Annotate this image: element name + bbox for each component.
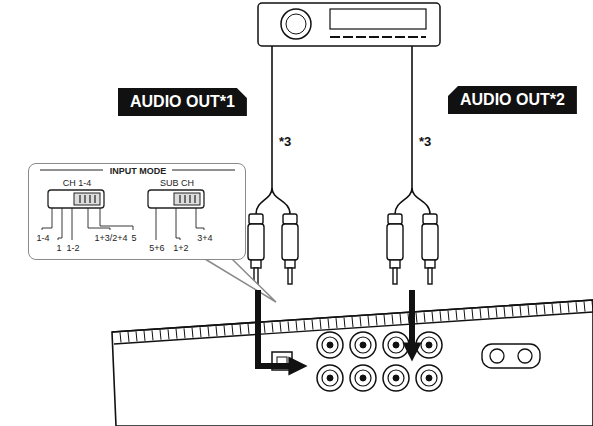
switch-label: 5: [131, 233, 136, 243]
switch-label: CH 1-4: [63, 178, 92, 188]
amplifier: [112, 300, 593, 426]
switch-label: 1+3/2+4: [94, 233, 127, 243]
switch-label: 3+4: [197, 233, 212, 243]
rca-cable: [256, 46, 430, 214]
inset-callout: [29, 164, 276, 302]
callout-number: *3: [419, 134, 431, 149]
output-tag: AUDIO OUT*1: [118, 88, 247, 116]
slide-switch: [48, 190, 204, 208]
tag-text: AUDIO OUT*1: [130, 93, 235, 110]
callout-title: INPUT MODE: [110, 166, 167, 176]
output-tag: AUDIO OUT*2: [448, 86, 577, 114]
callout-number: *3: [279, 134, 291, 149]
insert-arrow: [258, 290, 412, 366]
switch-label: 1: [56, 243, 61, 253]
tag-text: AUDIO OUT*2: [460, 91, 565, 108]
head-unit: [258, 3, 440, 46]
switch-label: 1-4: [36, 233, 49, 243]
rca-plug: [248, 214, 438, 284]
input-mode-callout: INPUT MODE CH 1-4 SUB CH 1-4 1 1-2 1+3/2+4 5 5+6…: [28, 163, 246, 260]
switch-label: SUB CH: [160, 178, 194, 188]
switch-label: 1-2: [66, 243, 79, 253]
switch-label: 5+6: [149, 243, 164, 253]
switch-label: 1+2: [173, 243, 188, 253]
